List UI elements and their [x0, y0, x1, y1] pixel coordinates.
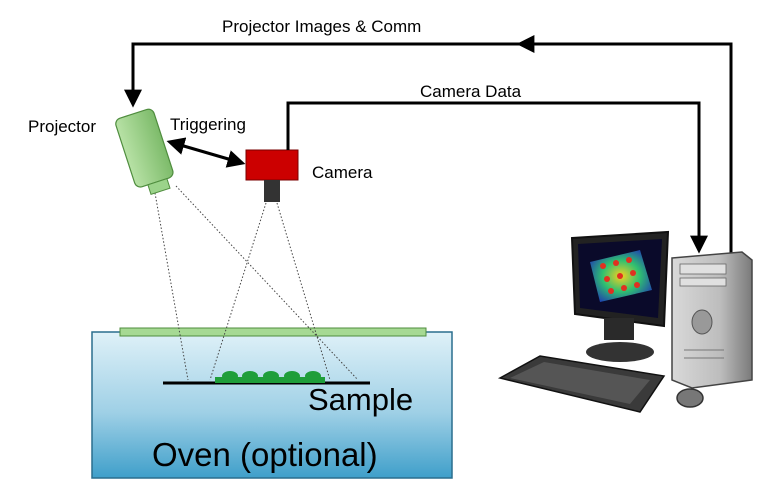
oven-body	[91, 331, 453, 479]
triggering-arrow	[166, 137, 246, 168]
keyboard-icon	[497, 355, 666, 413]
sample-bump	[242, 371, 258, 381]
projector-comm-line	[124, 42, 733, 255]
projector-icon	[115, 108, 174, 195]
sample-bump	[305, 371, 321, 381]
camera-label: Camera	[312, 163, 373, 182]
camera-data-label: Camera Data	[420, 82, 522, 101]
sample-bump	[222, 371, 238, 381]
camera-icon	[245, 149, 299, 202]
sample-bump	[263, 371, 279, 381]
sample-bump	[284, 371, 300, 381]
oven-label: Oven (optional)	[152, 436, 378, 473]
camera-data-line	[286, 101, 708, 254]
oven	[91, 327, 453, 479]
sample-stage	[163, 371, 370, 385]
monitor-icon	[570, 230, 670, 362]
oven-lid-window	[119, 327, 427, 337]
camera-view	[209, 202, 331, 381]
triggering-label: Triggering	[170, 115, 246, 134]
sample-label: Sample	[308, 382, 413, 417]
projector-beam	[154, 185, 359, 381]
computer-tower-icon	[671, 251, 753, 389]
projector-comm-label: Projector Images & Comm	[222, 17, 421, 36]
mouse-icon	[676, 388, 704, 408]
projector-label: Projector	[28, 117, 96, 136]
